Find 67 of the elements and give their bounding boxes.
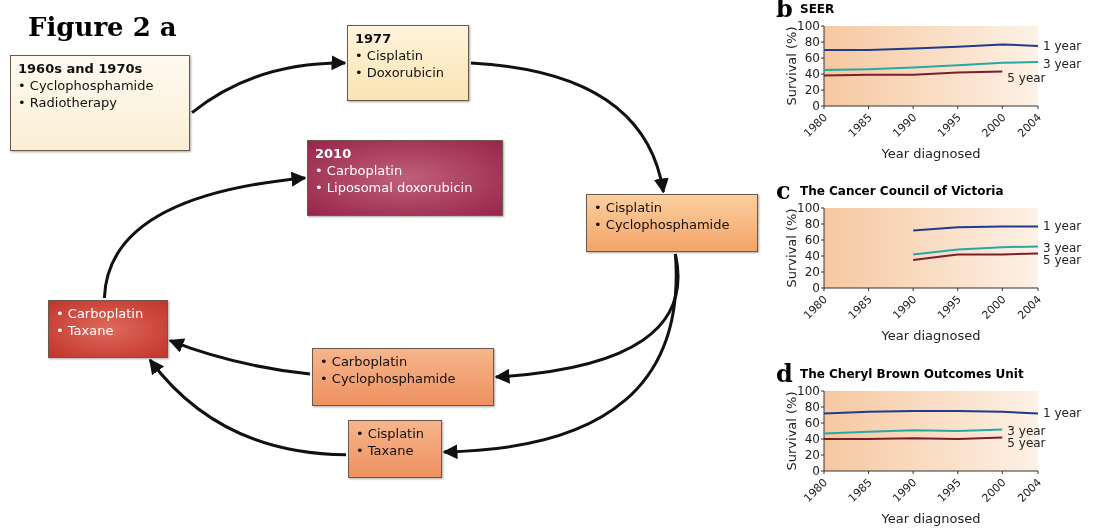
chart-title: The Cancer Council of Victoria — [800, 184, 1004, 198]
list-item: • Cyclophosphamide — [320, 370, 456, 387]
list-item: • Carboplatin — [56, 305, 144, 322]
arrow — [442, 253, 678, 459]
chart-title: SEER — [800, 2, 835, 16]
list-item: • Taxane — [356, 442, 414, 459]
arrow — [102, 172, 307, 299]
series-label: 1 year — [1043, 406, 1082, 421]
tick-label: 20 — [804, 448, 820, 462]
chart-title: The Cheryl Brown Outcomes Unit — [800, 367, 1024, 381]
tick-label: 100 — [797, 19, 820, 33]
axis-title: Year diagnosed — [881, 328, 981, 343]
series-label: 3 year — [1043, 241, 1082, 256]
list-item: • Taxane — [56, 322, 114, 339]
axis-title: Survival (%) — [784, 208, 799, 288]
series-label: 1 year — [1043, 39, 1082, 53]
arrow — [148, 358, 347, 457]
arrow — [470, 61, 668, 194]
tick-label: 40 — [804, 67, 820, 81]
tick-label: 100 — [797, 201, 820, 215]
tick-label: 60 — [804, 233, 820, 247]
process-box — [312, 348, 494, 406]
tick-label: 80 — [804, 217, 820, 231]
list-item: • Carboplatin — [320, 353, 408, 370]
tick-label: 0 — [812, 464, 820, 478]
arrow — [191, 55, 347, 114]
axis-title: Survival (%) — [784, 391, 799, 471]
list-item: • Cyclophosphamide — [18, 77, 154, 94]
tick-label: 0 — [812, 99, 820, 113]
series-label: 3 year — [1007, 424, 1046, 439]
figure-title: Figure 2 a — [28, 12, 177, 42]
panel-letter: c — [776, 176, 791, 205]
box-heading: 1977 — [355, 30, 392, 47]
panel-letter: d — [776, 359, 793, 388]
axis-title: Year diagnosed — [881, 146, 981, 161]
list-item: • Cisplatin — [355, 47, 424, 64]
tick-label: 20 — [804, 265, 820, 279]
tick-label: 60 — [804, 416, 820, 430]
series-label: 5 year — [1007, 70, 1046, 85]
tick-label: 60 — [804, 51, 820, 65]
tick-label: 80 — [804, 400, 820, 414]
box-heading: 1960s and 1970s — [18, 60, 143, 77]
series-label: 1 year — [1043, 219, 1082, 234]
process-box — [307, 140, 503, 216]
list-item: • Liposomal doxorubicin — [315, 179, 473, 196]
process-box — [347, 25, 469, 101]
tick-label: 0 — [812, 281, 820, 295]
process-box — [10, 55, 190, 151]
tick-label: 100 — [797, 384, 820, 398]
list-item: • Cisplatin — [594, 199, 663, 216]
list-item: • Carboplatin — [315, 162, 403, 179]
list-item: • Cyclophosphamide — [594, 216, 730, 233]
arrow — [168, 338, 311, 376]
tick-label: 80 — [804, 35, 820, 49]
tick-label: 40 — [804, 249, 820, 263]
process-box — [348, 420, 442, 478]
series-label: 3 year — [1043, 57, 1082, 71]
list-item: • Cisplatin — [356, 425, 425, 442]
axis-title: Year diagnosed — [881, 511, 981, 526]
tick-label: 40 — [804, 432, 820, 446]
axis-title: Survival (%) — [784, 26, 799, 106]
box-heading: 2010 — [315, 145, 352, 162]
tick-label: 20 — [804, 83, 820, 97]
process-box — [586, 194, 758, 252]
list-item: • Doxorubicin — [355, 64, 445, 81]
process-box — [48, 300, 168, 358]
list-item: • Radiotherapy — [18, 94, 117, 111]
